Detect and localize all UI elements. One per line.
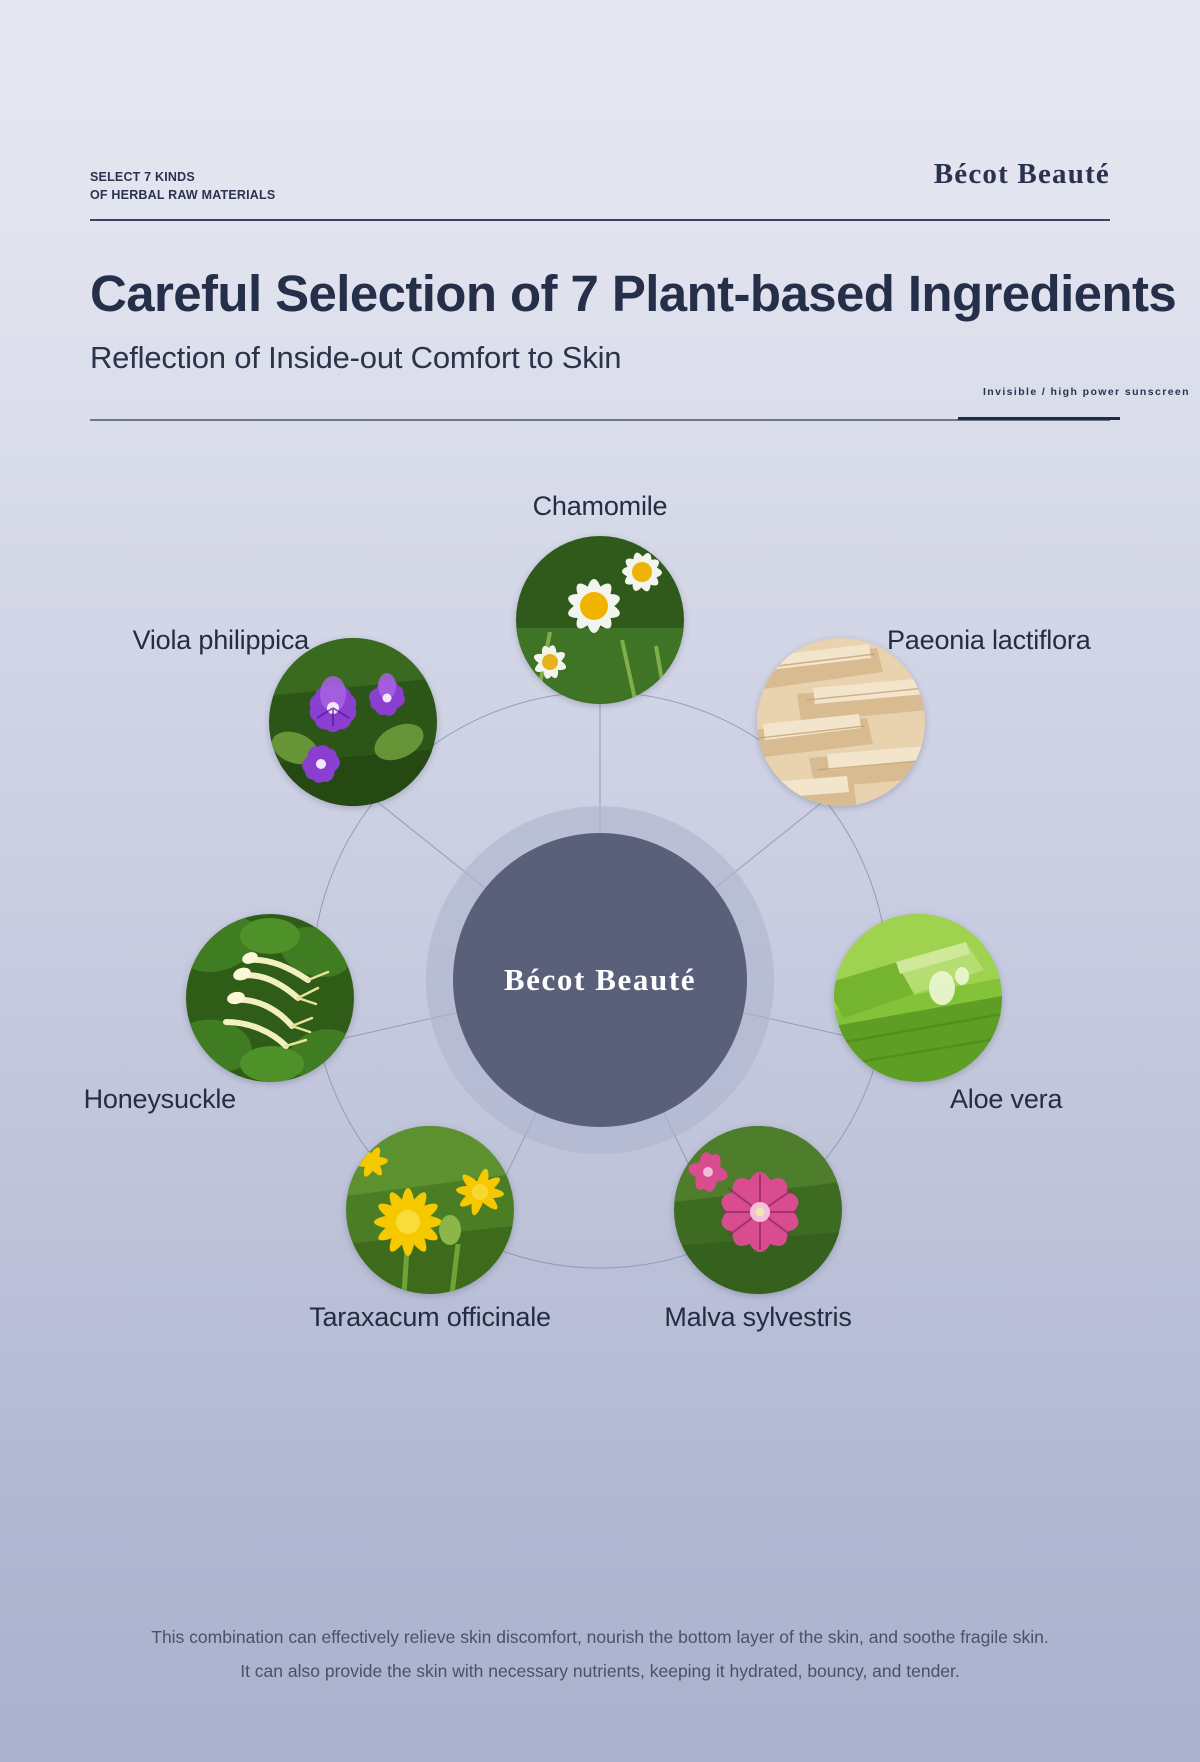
- wheel-hub-label: Bécot Beauté: [503, 962, 697, 997]
- page-title: Careful Selection of 7 Plant-based Ingre…: [90, 265, 1177, 322]
- dandelion-photo: [346, 1126, 514, 1294]
- ingredient-label: Malva sylvestris: [664, 1302, 852, 1332]
- honeysuckle-photo: [186, 914, 354, 1082]
- product-tagline: Invisible / high power sunscreen: [982, 386, 1190, 398]
- footer-line-1: This combination can effectively relieve…: [151, 1627, 1049, 1647]
- paeonia-root-photo: [757, 638, 925, 806]
- hero-divider-accent: [958, 417, 1120, 420]
- footer-caption: This combination can effectively relieve…: [0, 1620, 1200, 1688]
- hero-divider: [90, 419, 1110, 421]
- ingredient-label: Aloe vera: [950, 1084, 1063, 1114]
- ingredient-node-aloe[interactable]: Aloe vera: [834, 914, 1062, 1114]
- viola-photo: [269, 638, 437, 806]
- malva-flower-photo: [674, 1126, 842, 1294]
- brand-logo: Bécot Beauté: [933, 158, 1110, 190]
- ingredient-label: Chamomile: [532, 491, 668, 521]
- eyebrow-text: SELECT 7 KINDS OF HERBAL RAW MATERIALS: [90, 170, 276, 203]
- ingredient-node-viola[interactable]: Viola philippica: [133, 625, 437, 806]
- ingredient-node-honeysuckle[interactable]: Honeysuckle: [84, 914, 354, 1114]
- aloe-vera-photo: [834, 914, 1002, 1082]
- ingredient-node-chamomile[interactable]: Chamomile: [516, 491, 684, 704]
- footer-line-2: It can also provide the skin with necess…: [240, 1661, 960, 1682]
- header-divider: [90, 219, 1110, 221]
- ingredient-label: Paeonia lactiflora: [887, 625, 1091, 655]
- ingredient-node-malva[interactable]: Malva sylvestris: [664, 1126, 852, 1332]
- ingredient-label: Taraxacum officinale: [309, 1302, 551, 1332]
- ingredient-label: Honeysuckle: [83, 1084, 237, 1114]
- ingredient-wheel: Bécot Beauté: [0, 470, 1200, 1500]
- chamomile-photo: [516, 536, 684, 704]
- ingredient-node-paeonia[interactable]: Paeonia lactiflora: [757, 625, 1091, 806]
- wheel-hub: Bécot Beauté: [453, 833, 747, 1127]
- ingredient-label: Viola philippica: [132, 625, 310, 655]
- page-subtitle: Reflection of Inside-out Comfort to Skin: [90, 340, 622, 375]
- ingredient-node-taraxacum[interactable]: Taraxacum officinale: [309, 1126, 551, 1332]
